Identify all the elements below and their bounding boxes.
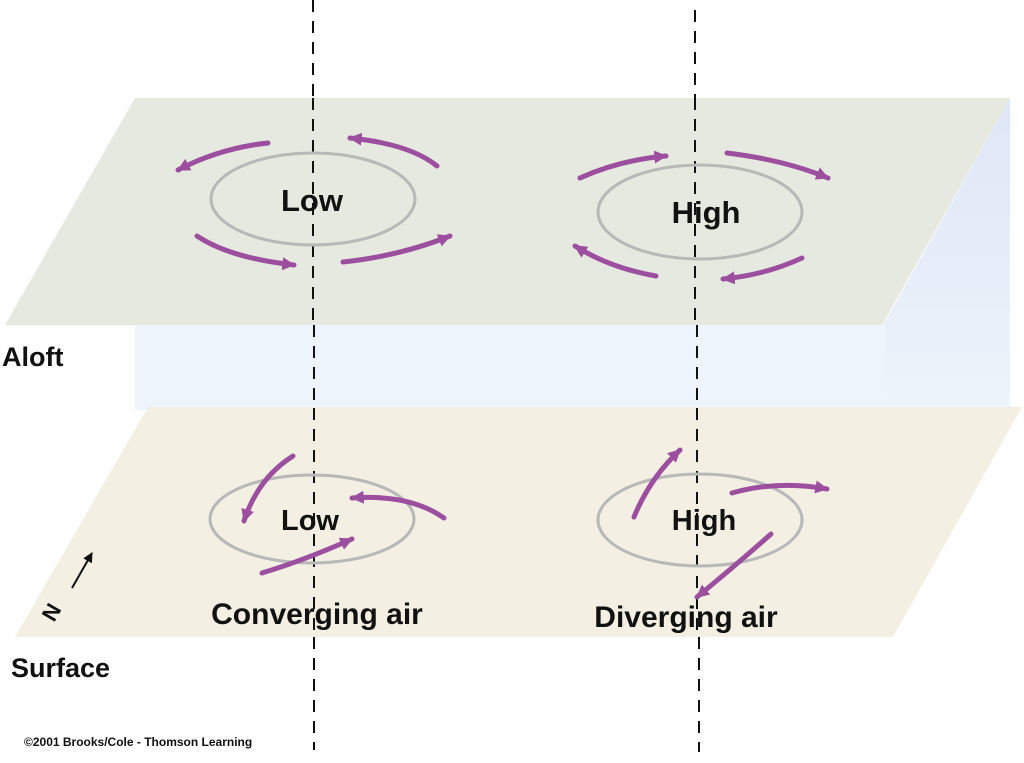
aloft-low-arrow-bottom-right — [340, 233, 453, 265]
surface-high-arrow-top — [631, 447, 683, 520]
aloft-low-arrow-bottom-left — [194, 233, 297, 271]
aloft-high-arrow-top-right — [724, 150, 831, 181]
aloft-plane — [5, 98, 1010, 325]
aloft-low-isobar — [209, 151, 417, 247]
aloft-low-label: Low — [281, 183, 344, 218]
converging-air-caption: Converging air — [211, 598, 423, 631]
aloft-high-isobar — [596, 163, 804, 261]
side-wall — [885, 98, 1010, 410]
surface-low-arrow-bottom — [259, 536, 355, 576]
surface-plane — [15, 407, 1022, 637]
aloft-high-label: High — [672, 195, 741, 230]
aloft-high-arrow-top-left — [577, 150, 669, 181]
surface-low-label: Low — [281, 505, 339, 537]
surface-high-arrow-right — [729, 480, 830, 496]
surface-low-isobar — [208, 473, 416, 565]
surface-high-label: High — [672, 505, 736, 537]
surface-low-arrow-top — [241, 453, 296, 524]
aloft-low-arrow-top-left — [175, 140, 271, 173]
north-arrow-icon — [71, 552, 93, 589]
diverging-air-caption: Diverging air — [594, 601, 778, 634]
copyright-credit: ©2001 Brooks/Cole - Thomson Learning — [24, 735, 252, 749]
aloft-high-arrow-bottom-left — [572, 243, 659, 279]
aloft-low-arrow-top-right — [347, 132, 440, 169]
surface-high-isobar — [596, 472, 804, 568]
aloft-high-arrow-bottom-right — [720, 255, 805, 285]
surface-low-arrow-right — [349, 490, 447, 521]
aloft-side-label: Aloft — [2, 342, 63, 372]
surface-high-arrow-bottom — [694, 531, 774, 600]
surface-side-label: Surface — [11, 653, 110, 683]
back-wall — [135, 320, 1010, 410]
